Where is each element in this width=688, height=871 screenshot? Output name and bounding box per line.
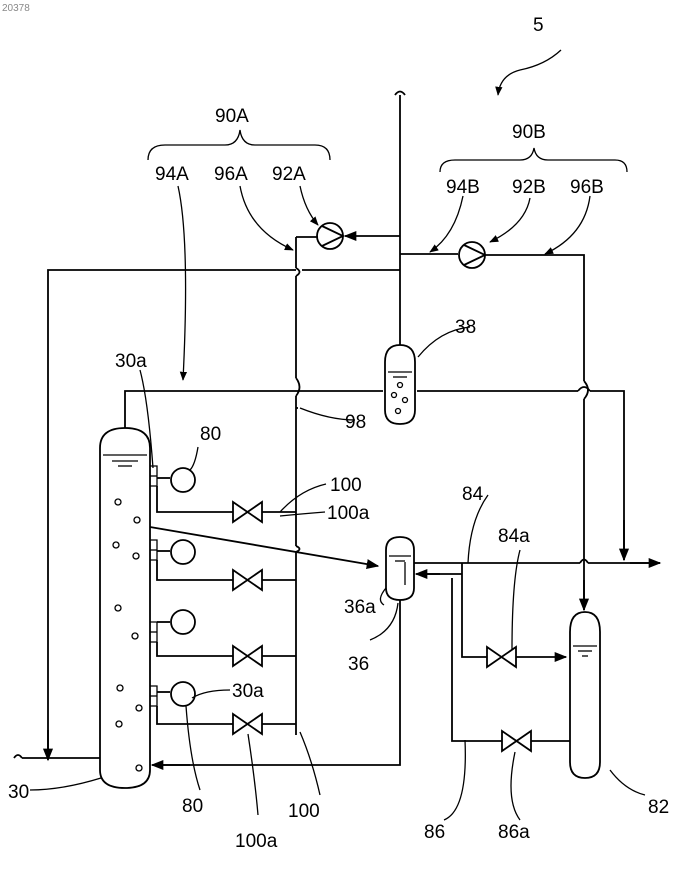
label-96A: 96A [214,164,248,185]
label-84: 84 [462,484,484,505]
leader-lines [30,50,645,820]
label-100a-top: 100a [327,503,370,524]
pump-92B [400,242,588,610]
label-100a-bottom: 100a [235,831,278,852]
label-30a-bottom: 30a [232,681,264,702]
column-30 [100,428,150,788]
vessel-82 [570,612,600,778]
label-94A: 94A [155,164,189,185]
vessel-38 [385,345,415,424]
label-80-bottom: 80 [182,796,203,817]
line-84 [416,563,566,667]
label-30a-top: 30a [115,351,147,372]
label-92B: 92B [512,177,546,198]
label-92A: 92A [272,164,306,185]
label-38: 38 [455,317,476,338]
label-100-bottom: 100 [288,801,320,822]
valves-100a [157,486,296,734]
label-86: 86 [424,822,445,843]
line-to-36 [150,527,378,566]
label-30: 30 [8,782,29,803]
side-draw-offs-30a [150,466,157,706]
vent-line [395,92,405,346]
label-system-5: 5 [533,15,544,36]
label-36a: 36a [344,597,376,618]
pump-92A [296,223,400,249]
label-96B: 96B [570,177,604,198]
corner-id: 20378 [2,3,30,14]
label-90B: 90B [512,122,546,143]
label-84a: 84a [498,526,530,547]
label-82: 82 [648,797,669,818]
label-98: 98 [345,412,366,433]
label-36: 36 [348,654,369,675]
line-94A [125,387,624,560]
label-86a: 86a [498,822,530,843]
label-80-top: 80 [200,424,221,445]
label-90A: 90A [215,106,249,127]
sensors-80 [157,468,195,706]
header-98-100 [296,237,300,735]
label-100-top: 100 [330,475,362,496]
label-94B: 94B [446,177,480,198]
